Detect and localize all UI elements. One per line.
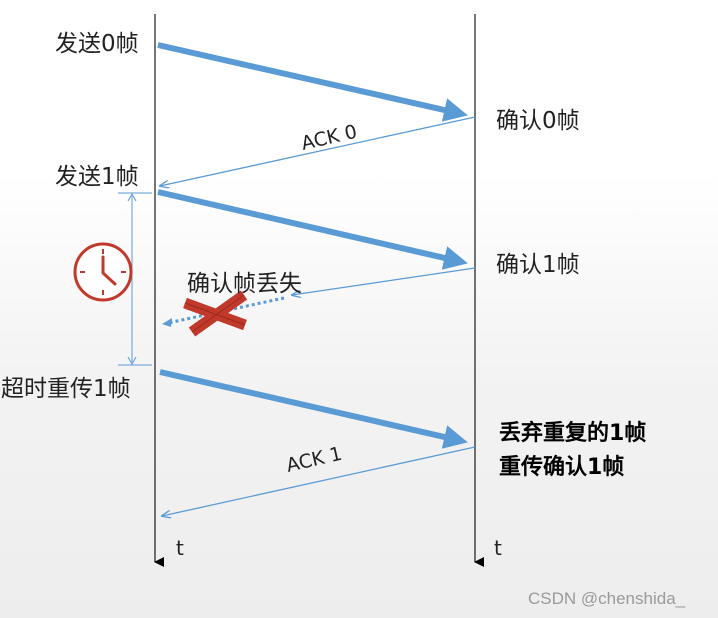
lost-ack-dotted	[167, 296, 285, 325]
label-ack-frame1: 确认1帧	[496, 252, 580, 278]
time-axis-label-right: t	[494, 536, 502, 560]
label-discard-duplicate: 丢弃重复的1帧	[499, 420, 646, 446]
label-ack-frame0: 确认0帧	[496, 108, 580, 134]
lost-ack-arrow	[292, 267, 476, 295]
ack1-arrow	[162, 446, 476, 516]
resend-frame1-arrow	[159, 369, 468, 449]
lost-cross-icon	[183, 290, 248, 337]
time-axis-label-left: t	[176, 536, 184, 560]
label-send-frame0: 发送0帧	[55, 31, 139, 57]
label-send-frame1: 发送1帧	[55, 164, 139, 190]
frame1-arrow	[157, 189, 468, 270]
label-ack0: ACK 0	[299, 121, 359, 155]
label-ack1: ACK 1	[284, 443, 344, 477]
ack0-arrow	[160, 116, 476, 186]
label-resend-ack1: 重传确认1帧	[499, 454, 624, 480]
timer-bracket	[118, 192, 152, 366]
watermark: CSDN @chenshida_	[528, 589, 686, 608]
frame0-arrow	[157, 42, 468, 122]
label-timeout-resend: 超时重传1帧	[1, 376, 131, 402]
clock-icon	[73, 242, 133, 302]
lost-ack-dotted-head	[162, 318, 172, 327]
label-ack-lost: 确认帧丢失	[187, 271, 302, 297]
